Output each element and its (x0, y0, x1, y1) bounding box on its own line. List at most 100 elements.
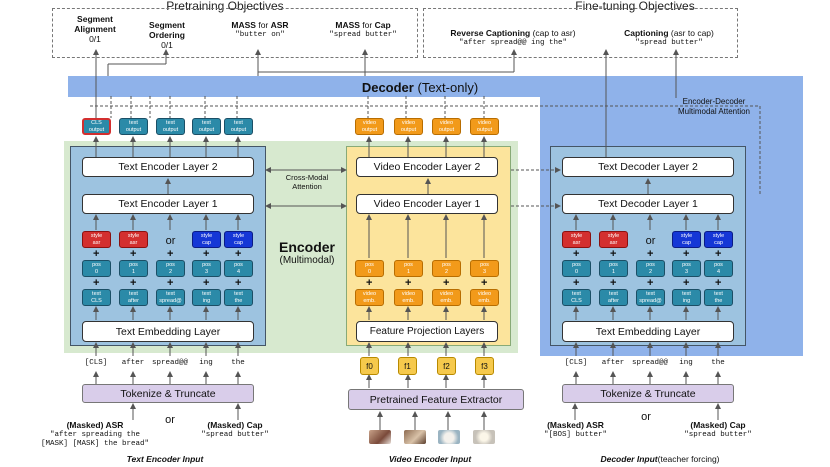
plus-sign: + (203, 277, 210, 289)
pretraining-title: Pretraining Objectives (166, 0, 284, 13)
text-token: text the (224, 289, 253, 306)
plus-sign: + (167, 277, 174, 289)
video-frame-thumbnail (473, 430, 495, 444)
video-pos-token: pos 2 (432, 260, 461, 277)
objective-segment-ordering: Segment Ordering 0/1 (132, 20, 202, 50)
text-embedding-layer: Text Embedding Layer (82, 321, 254, 342)
plus-sign: + (610, 277, 617, 289)
raw-token: after (121, 359, 145, 367)
text-output: text output (192, 118, 221, 135)
decoder-tokenize-truncate-box: Tokenize & Truncate (562, 384, 734, 403)
text-token: text CLS (562, 289, 591, 306)
plus-sign: + (235, 248, 242, 260)
objective-mass-cap: MASS for Cap "spread butter" (318, 20, 408, 40)
pretrained-feature-extractor: Pretrained Feature Extractor (348, 389, 524, 410)
objective-mass-asr-value: "butter on" (235, 31, 285, 39)
plus-sign: + (235, 277, 242, 289)
plus-sign: + (610, 248, 617, 260)
raw-token: the (231, 359, 245, 367)
pos-token: pos 4 (704, 260, 733, 277)
plus-sign: + (647, 248, 654, 260)
text-encoder-layer-1: Text Encoder Layer 1 (82, 194, 254, 214)
raw-token: spread@@ (151, 359, 188, 367)
decoder-input-caption: Decoder Input (teacher forcing) (560, 453, 760, 465)
cross-modal-attention-label: Cross-Modal Attention (285, 173, 329, 191)
text-encoder-layer-2: Text Encoder Layer 2 (82, 157, 254, 177)
plus-sign: + (130, 248, 137, 260)
plus-sign: + (130, 277, 137, 289)
decoder-input-asr: (Masked) ASR "[BOS] butter" (528, 420, 623, 440)
raw-token: ing (199, 359, 213, 367)
pos-token: pos 2 (156, 260, 185, 277)
decoder-input-cap-label: (Masked) Cap (690, 420, 746, 430)
objective-segment-alignment: Segment Alignment 0/1 (60, 14, 130, 44)
video-emb-token: video emb. (432, 289, 461, 306)
pos-token: pos 3 (192, 260, 221, 277)
plus-sign: + (683, 277, 690, 289)
objective-segment-alignment-name: Segment Alignment (74, 14, 116, 34)
objective-mass-asr: MASS for ASR "butter on" (218, 20, 302, 40)
decoder-banner-bold: Decoder (361, 79, 414, 95)
objective-captioning-value: "spread butter" (635, 39, 703, 47)
finetuning-title: Fine-tuning Objectives (575, 0, 695, 13)
plus-sign: + (93, 277, 100, 289)
feature-f1: f1 (398, 357, 417, 375)
pos-token: pos 3 (672, 260, 701, 277)
text-encoder-input-asr-label: (Masked) ASR (66, 420, 124, 430)
objective-captioning-name: Captioning (asr to cap) (624, 28, 714, 38)
plus-sign: + (167, 248, 174, 260)
objective-segment-alignment-value: 0/1 (89, 34, 101, 44)
video-frame-thumbnail (438, 430, 460, 444)
objective-segment-ordering-value: 0/1 (161, 40, 173, 50)
decoder-input-caption-bold: Decoder Input (600, 454, 658, 464)
plus-sign: + (93, 248, 100, 260)
text-encoder-input-asr-text: "after spreading the [MASK] [MASK] the b… (40, 430, 150, 449)
style-cap-token: style cap (192, 231, 221, 248)
pos-token: pos 1 (599, 260, 628, 277)
raw-token: after (601, 359, 625, 367)
pos-token: pos 0 (82, 260, 111, 277)
enc-dec-attention-label: Encoder-Decoder Multimodal Attention (677, 97, 751, 116)
finetuning-objectives-box (423, 8, 738, 58)
decoder-input-asr-label: (Masked) ASR (547, 420, 604, 430)
decoder-text-embedding-layer: Text Embedding Layer (562, 321, 734, 342)
raw-token: ing (679, 359, 693, 367)
plus-sign: + (366, 277, 373, 289)
style-cap-token: style cap (704, 231, 733, 248)
text-encoder-input-asr: (Masked) ASR "after spreading the [MASK]… (30, 420, 160, 450)
text-token: text the (704, 289, 733, 306)
plus-sign: + (683, 248, 690, 260)
decoder-banner: Decoder (Text-only) (300, 78, 540, 96)
cls-output: CLS output (82, 118, 111, 135)
text-token: text ing (672, 289, 701, 306)
plus-sign: + (573, 248, 580, 260)
pos-token: pos 1 (119, 260, 148, 277)
plus-sign: + (481, 277, 488, 289)
text-output: text output (156, 118, 185, 135)
objective-captioning: Captioning (asr to cap) "spread butter" (604, 28, 734, 48)
decoder-input-asr-text: "[BOS] butter" (543, 430, 607, 439)
objective-reverse-captioning-name: Reverse Captioning (cap to asr) (450, 28, 576, 38)
raw-token: spread@@ (631, 359, 668, 367)
style-asr-token: style asr (599, 231, 628, 248)
style-asr-token: style asr (562, 231, 591, 248)
pretraining-objectives-box (52, 8, 418, 58)
objective-mass-asr-name: MASS for ASR (231, 20, 289, 30)
text-token: text ing (192, 289, 221, 306)
text-encoder-input-or: or (165, 414, 175, 426)
video-frame-thumbnail (404, 430, 426, 444)
plus-sign: + (443, 277, 450, 289)
video-frame-thumbnail (369, 430, 391, 444)
decoder-input-caption-rest: (teacher forcing) (657, 454, 720, 464)
objective-segment-ordering-name: Segment Ordering (149, 20, 185, 40)
video-pos-token: pos 0 (355, 260, 384, 277)
encoder-label: Encoder (Multimodal) (266, 232, 348, 272)
text-token: text spread@ (636, 289, 665, 306)
objective-reverse-captioning: Reverse Captioning (cap to asr) "after s… (428, 28, 598, 48)
feature-f3: f3 (475, 357, 494, 375)
tokenize-truncate-box: Tokenize & Truncate (82, 384, 254, 403)
style-or-label: or (165, 234, 176, 247)
text-output: text output (224, 118, 253, 135)
text-output: text output (119, 118, 148, 135)
